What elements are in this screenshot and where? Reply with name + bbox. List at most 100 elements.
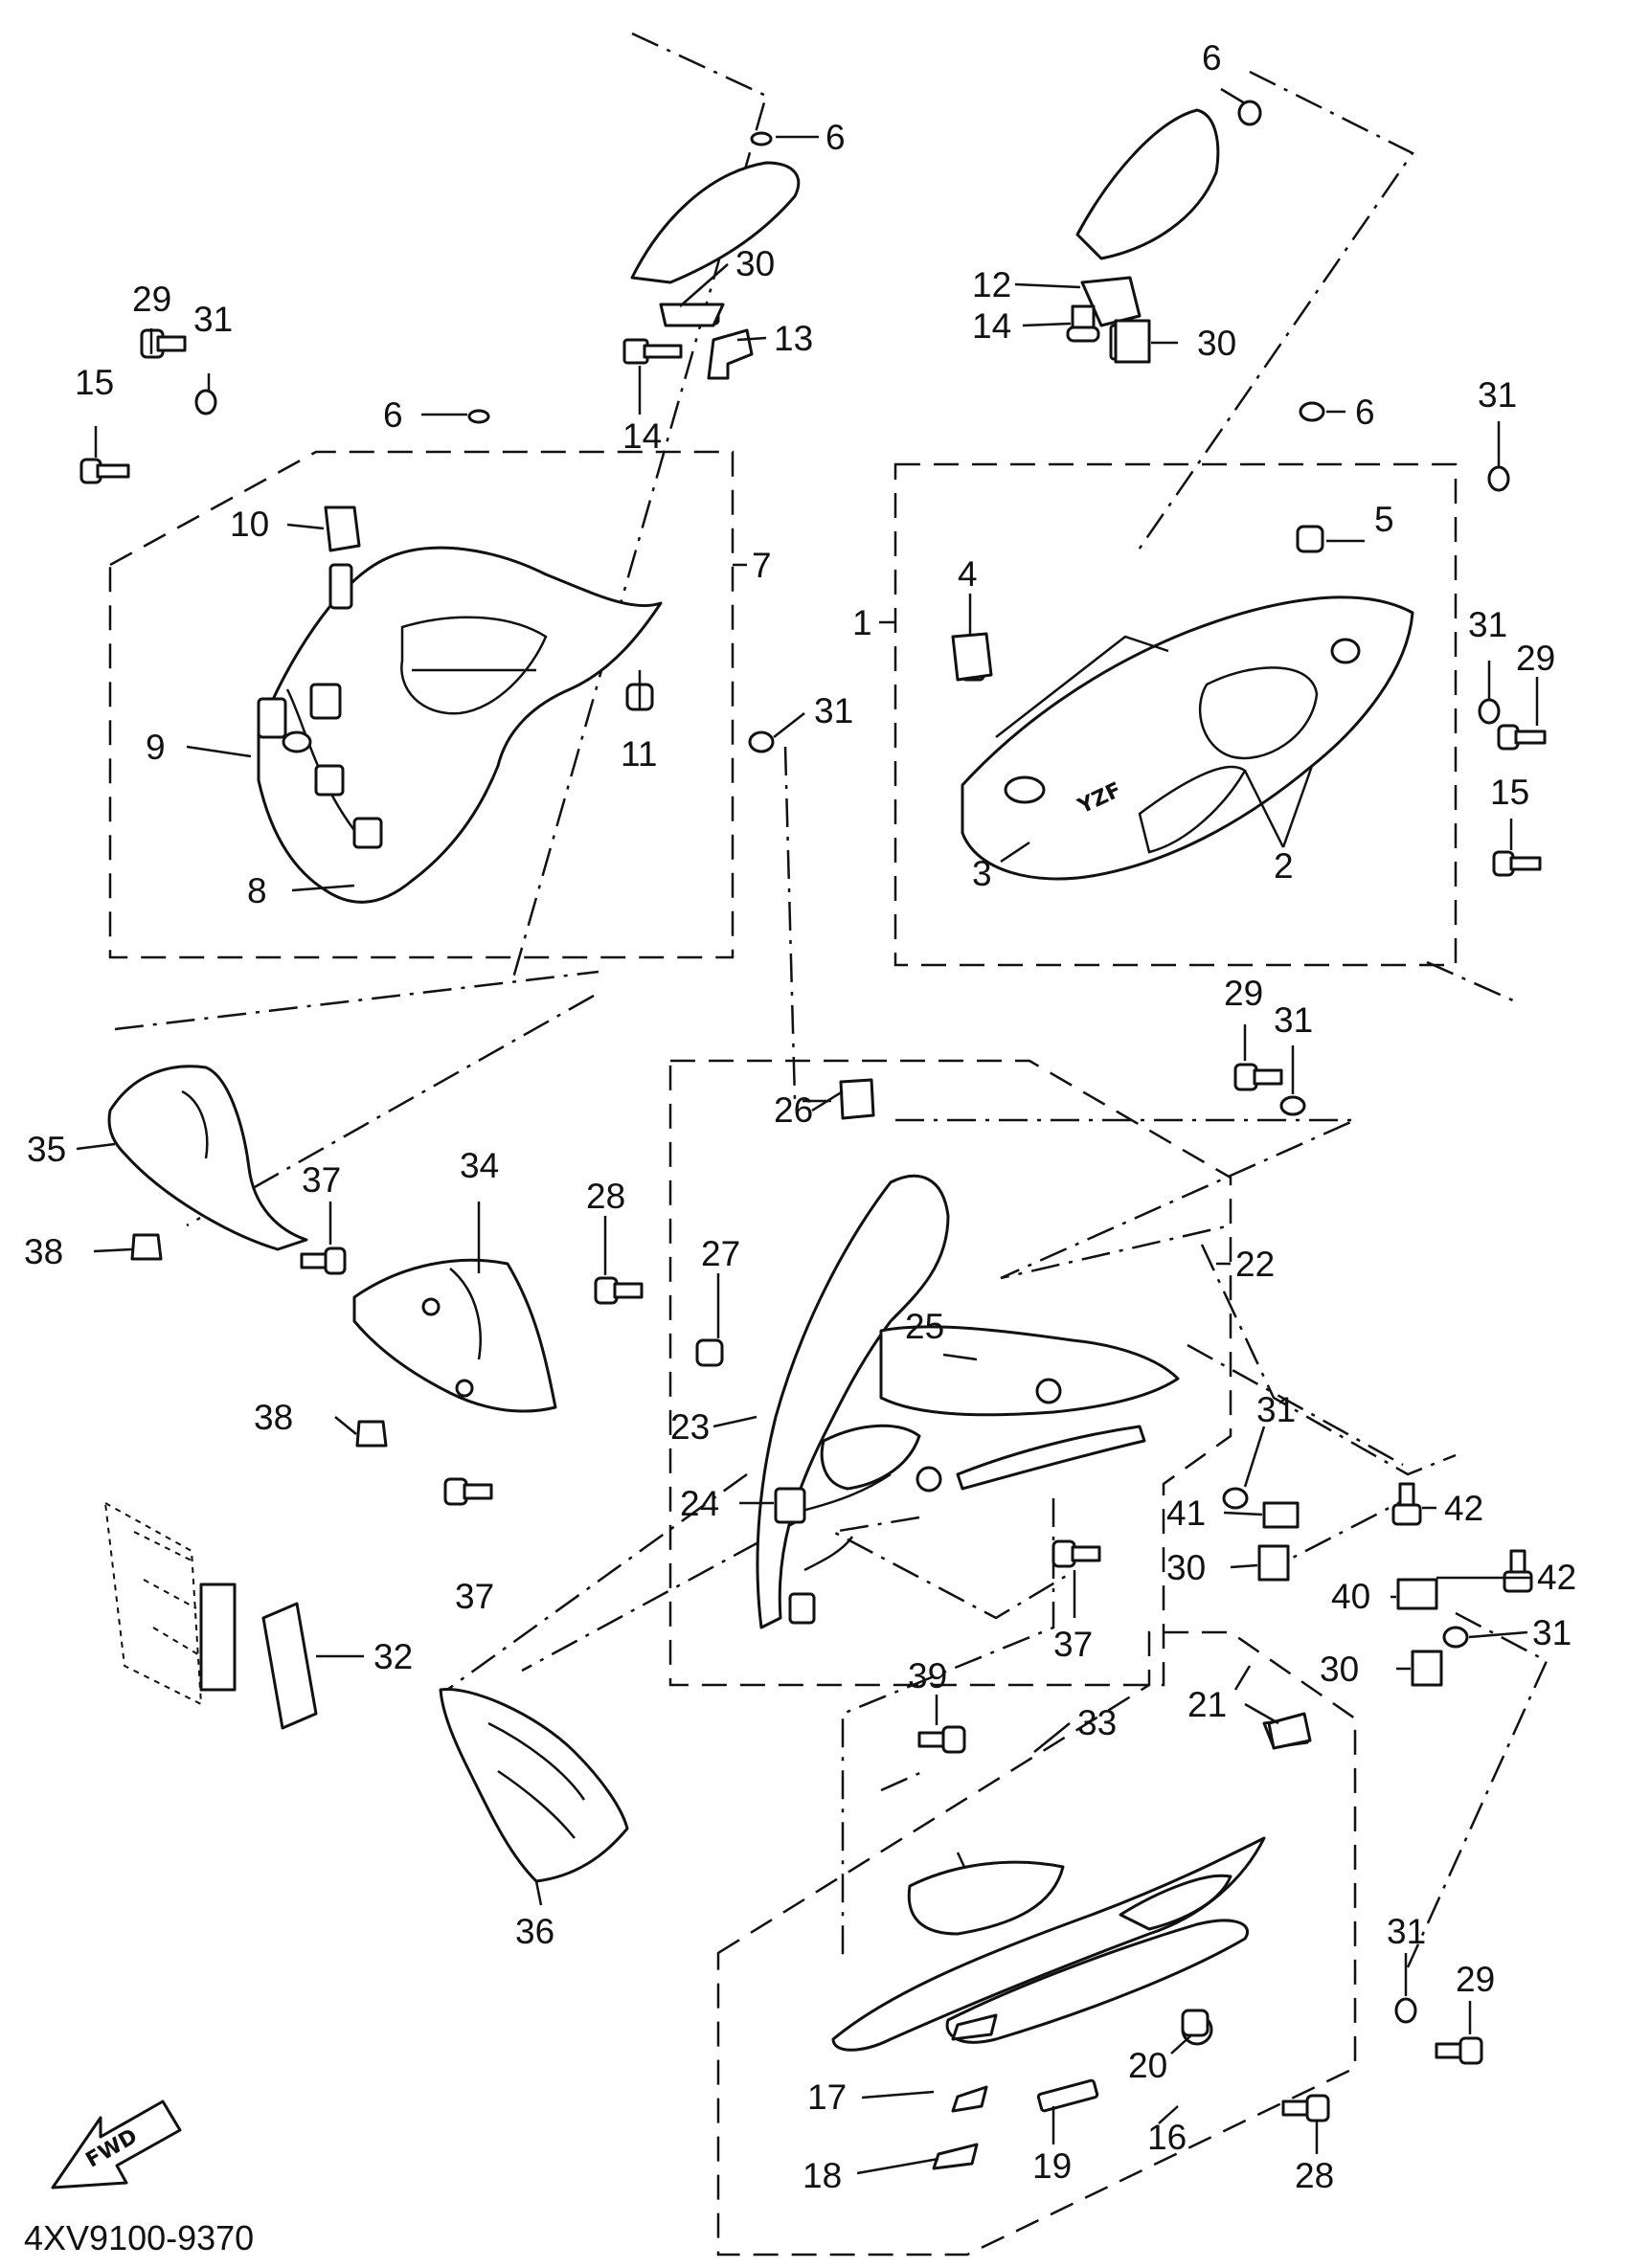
callout-31: 31: [1478, 375, 1517, 415]
callout-28: 28: [586, 1177, 625, 1216]
bolt-15a: [79, 458, 130, 484]
fasteners: [79, 100, 1547, 2122]
callout-21: 21: [1187, 1685, 1227, 1724]
callout-12: 12: [972, 265, 1011, 304]
callout-19: 19: [1032, 2146, 1072, 2186]
air-duct-32: [103, 1501, 318, 1730]
washer-31f: [1222, 1487, 1249, 1510]
clip-30a: [659, 303, 725, 327]
callout-31: 31: [1532, 1613, 1571, 1652]
callout-30: 30: [1197, 324, 1236, 363]
bolt-14a: [622, 338, 683, 365]
side-panel-36: [439, 1687, 629, 1883]
callout-42: 42: [1537, 1558, 1576, 1597]
bolt-29b: [1497, 724, 1547, 751]
grommet-38a: [130, 1233, 163, 1261]
under-cowling: [831, 1717, 1309, 2170]
callout-29: 29: [1456, 1960, 1495, 1999]
nut-27: [695, 1338, 724, 1367]
callout-6: 6: [1202, 38, 1222, 78]
callout-30: 30: [1320, 1650, 1359, 1689]
callout-28: 28: [1295, 2156, 1334, 2195]
bracket-41: [1262, 1501, 1300, 1529]
washer-31a: [194, 389, 217, 415]
callout-36: 36: [515, 1912, 554, 1951]
bolt-42b: [1503, 1549, 1533, 1593]
callout-29: 29: [1516, 639, 1555, 678]
drawing-code: 4XV9100-9370: [24, 2218, 254, 2257]
callout-labels: 6 30 13 14 29 31 15 6 10 7 9 11 31 8 6 1…: [24, 38, 1576, 2195]
callout-15: 15: [1490, 773, 1529, 812]
clip-30b: [1114, 319, 1151, 364]
callout-33: 33: [1077, 1703, 1117, 1742]
callout-29: 29: [1224, 974, 1263, 1013]
callout-10: 10: [230, 505, 269, 544]
clip-10: [324, 505, 361, 552]
washer-31h: [1394, 1997, 1417, 2024]
left-side-cowling: [257, 546, 663, 904]
bolt-37a: [300, 1246, 347, 1275]
washer-31c: [1487, 465, 1510, 492]
callout-8: 8: [247, 871, 267, 910]
callout-15: 15: [75, 363, 114, 402]
center-lower-cowling: [756, 1080, 1180, 1629]
callout-17: 17: [807, 2077, 847, 2117]
callout-31: 31: [1274, 1000, 1313, 1040]
callout-2: 2: [1274, 846, 1294, 886]
callout-22: 22: [1235, 1245, 1275, 1284]
callout-38: 38: [254, 1398, 293, 1437]
washer-6c: [1237, 100, 1262, 126]
bolt-37b: [443, 1477, 493, 1506]
callout-41: 41: [1166, 1493, 1206, 1533]
washer-31g: [1442, 1626, 1469, 1649]
callout-30: 30: [1166, 1548, 1206, 1587]
callout-25: 25: [905, 1307, 944, 1346]
callout-31: 31: [814, 691, 853, 730]
inner-panel-35: [107, 1065, 308, 1251]
forward-direction-arrow: FWD: [51, 2100, 182, 2189]
callout-29: 29: [132, 280, 171, 319]
bolt-39: [917, 1725, 966, 1754]
clip-26: [839, 1078, 875, 1120]
washer-6a: [750, 131, 773, 146]
callout-40: 40: [1331, 1577, 1370, 1616]
assembly-boundaries: [108, 450, 1458, 2257]
callout-5: 5: [1374, 500, 1394, 539]
callout-38: 38: [24, 1232, 63, 1271]
callout-1: 1: [852, 603, 872, 642]
bolt-28b: [1281, 2094, 1330, 2122]
callout-31: 31: [1256, 1390, 1296, 1429]
callout-26: 26: [774, 1090, 813, 1130]
callout-39: 39: [908, 1656, 947, 1695]
callout-30: 30: [735, 244, 775, 283]
callout-37: 37: [1053, 1625, 1093, 1664]
washer-31e: [1279, 1095, 1306, 1116]
callout-34: 34: [460, 1146, 499, 1185]
callout-23: 23: [670, 1407, 710, 1447]
callout-16: 16: [1147, 2118, 1187, 2157]
bolt-29d: [1435, 2036, 1483, 2065]
callout-6: 6: [1355, 393, 1375, 432]
callout-31: 31: [1468, 605, 1507, 644]
callout-35: 35: [27, 1130, 66, 1169]
washer-6b: [467, 409, 490, 424]
callout-14: 14: [622, 416, 662, 456]
callout-7: 7: [752, 546, 772, 585]
nut-5: [1296, 525, 1324, 553]
callout-24: 24: [680, 1484, 719, 1523]
clip-4: [951, 632, 993, 682]
assembly-22-boundary: [668, 1059, 1232, 1687]
callout-37: 37: [455, 1577, 494, 1616]
callout-27: 27: [701, 1234, 740, 1273]
washer-31d: [1478, 698, 1501, 725]
bolt-15b: [1492, 850, 1542, 877]
leader-lines: [76, 87, 1539, 2175]
callout-9: 9: [146, 728, 166, 767]
clip-30c: [1257, 1544, 1290, 1582]
callout-18: 18: [803, 2156, 842, 2195]
bolt-28a: [594, 1276, 644, 1305]
callout-6: 6: [825, 118, 846, 157]
nut-20: [1181, 2009, 1210, 2037]
grommet-38b: [355, 1420, 388, 1448]
